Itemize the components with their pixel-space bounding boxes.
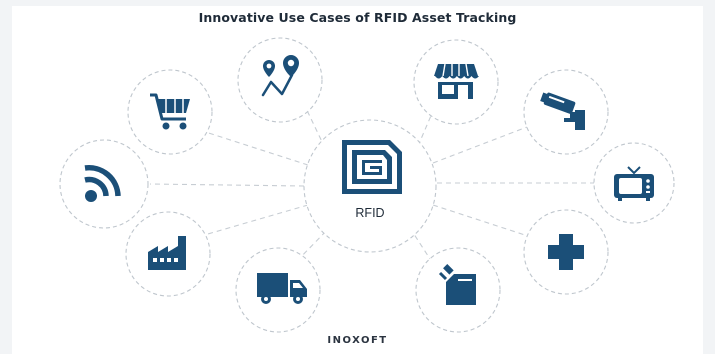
- node-circle: [237, 37, 323, 123]
- television-icon: [614, 166, 654, 201]
- storefront-icon: [434, 63, 479, 99]
- rfid-chip-icon: [342, 140, 402, 194]
- node-gps-tracking: [237, 37, 323, 123]
- node-media: [593, 142, 675, 224]
- connector-medical: [432, 204, 529, 237]
- wifi-signal-icon: [84, 164, 121, 202]
- connector-cart: [189, 126, 309, 166]
- brand-footer: INOXOFT: [327, 335, 388, 346]
- map-pins-route-icon: [261, 55, 299, 97]
- hub-label: RFID: [355, 206, 384, 220]
- security-camera-icon: [540, 92, 585, 130]
- connector-wifi: [149, 183, 305, 187]
- node-healthcare: [523, 209, 609, 295]
- shopping-cart-icon: [150, 93, 190, 130]
- node-ecommerce: [127, 69, 213, 155]
- node-wireless: [59, 139, 149, 229]
- node-manufacturing: [125, 211, 211, 297]
- node-retail-store: [413, 39, 499, 125]
- fuel-canister-icon: [438, 264, 476, 305]
- hub-circle: [303, 119, 437, 253]
- delivery-truck-icon: [257, 273, 307, 304]
- factory-icon: [148, 236, 186, 270]
- node-logistics: [235, 247, 321, 333]
- rfid-hub: RFID: [303, 119, 437, 253]
- node-oil-gas: [415, 247, 501, 333]
- medical-cross-icon: [548, 234, 584, 270]
- connector-camera: [432, 126, 528, 164]
- node-surveillance: [523, 69, 609, 155]
- connector-canister: [409, 227, 433, 263]
- page-title: Innovative Use Cases of RFID Asset Track…: [198, 10, 517, 25]
- connector-factory: [193, 204, 309, 239]
